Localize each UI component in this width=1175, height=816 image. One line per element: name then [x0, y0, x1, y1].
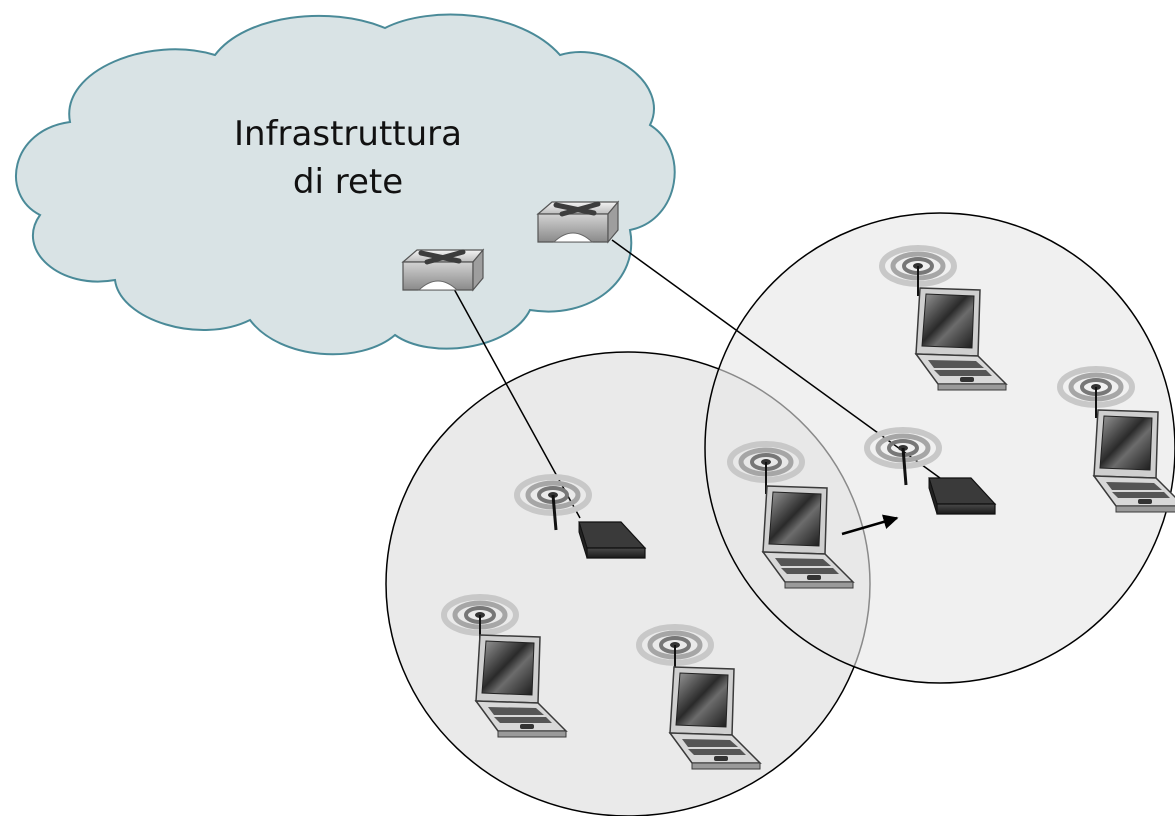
- antenna-icon: [551, 494, 558, 531]
- antenna-icon: [901, 447, 908, 486]
- router-icon[interactable]: [403, 250, 483, 290]
- cloud-label-line1: Infrastruttura: [234, 114, 462, 154]
- cloud-label-line2: di rete: [293, 162, 403, 202]
- arrow-right-icon: [841, 514, 899, 536]
- router-icon[interactable]: [538, 202, 618, 242]
- network-cloud: [15, 13, 676, 356]
